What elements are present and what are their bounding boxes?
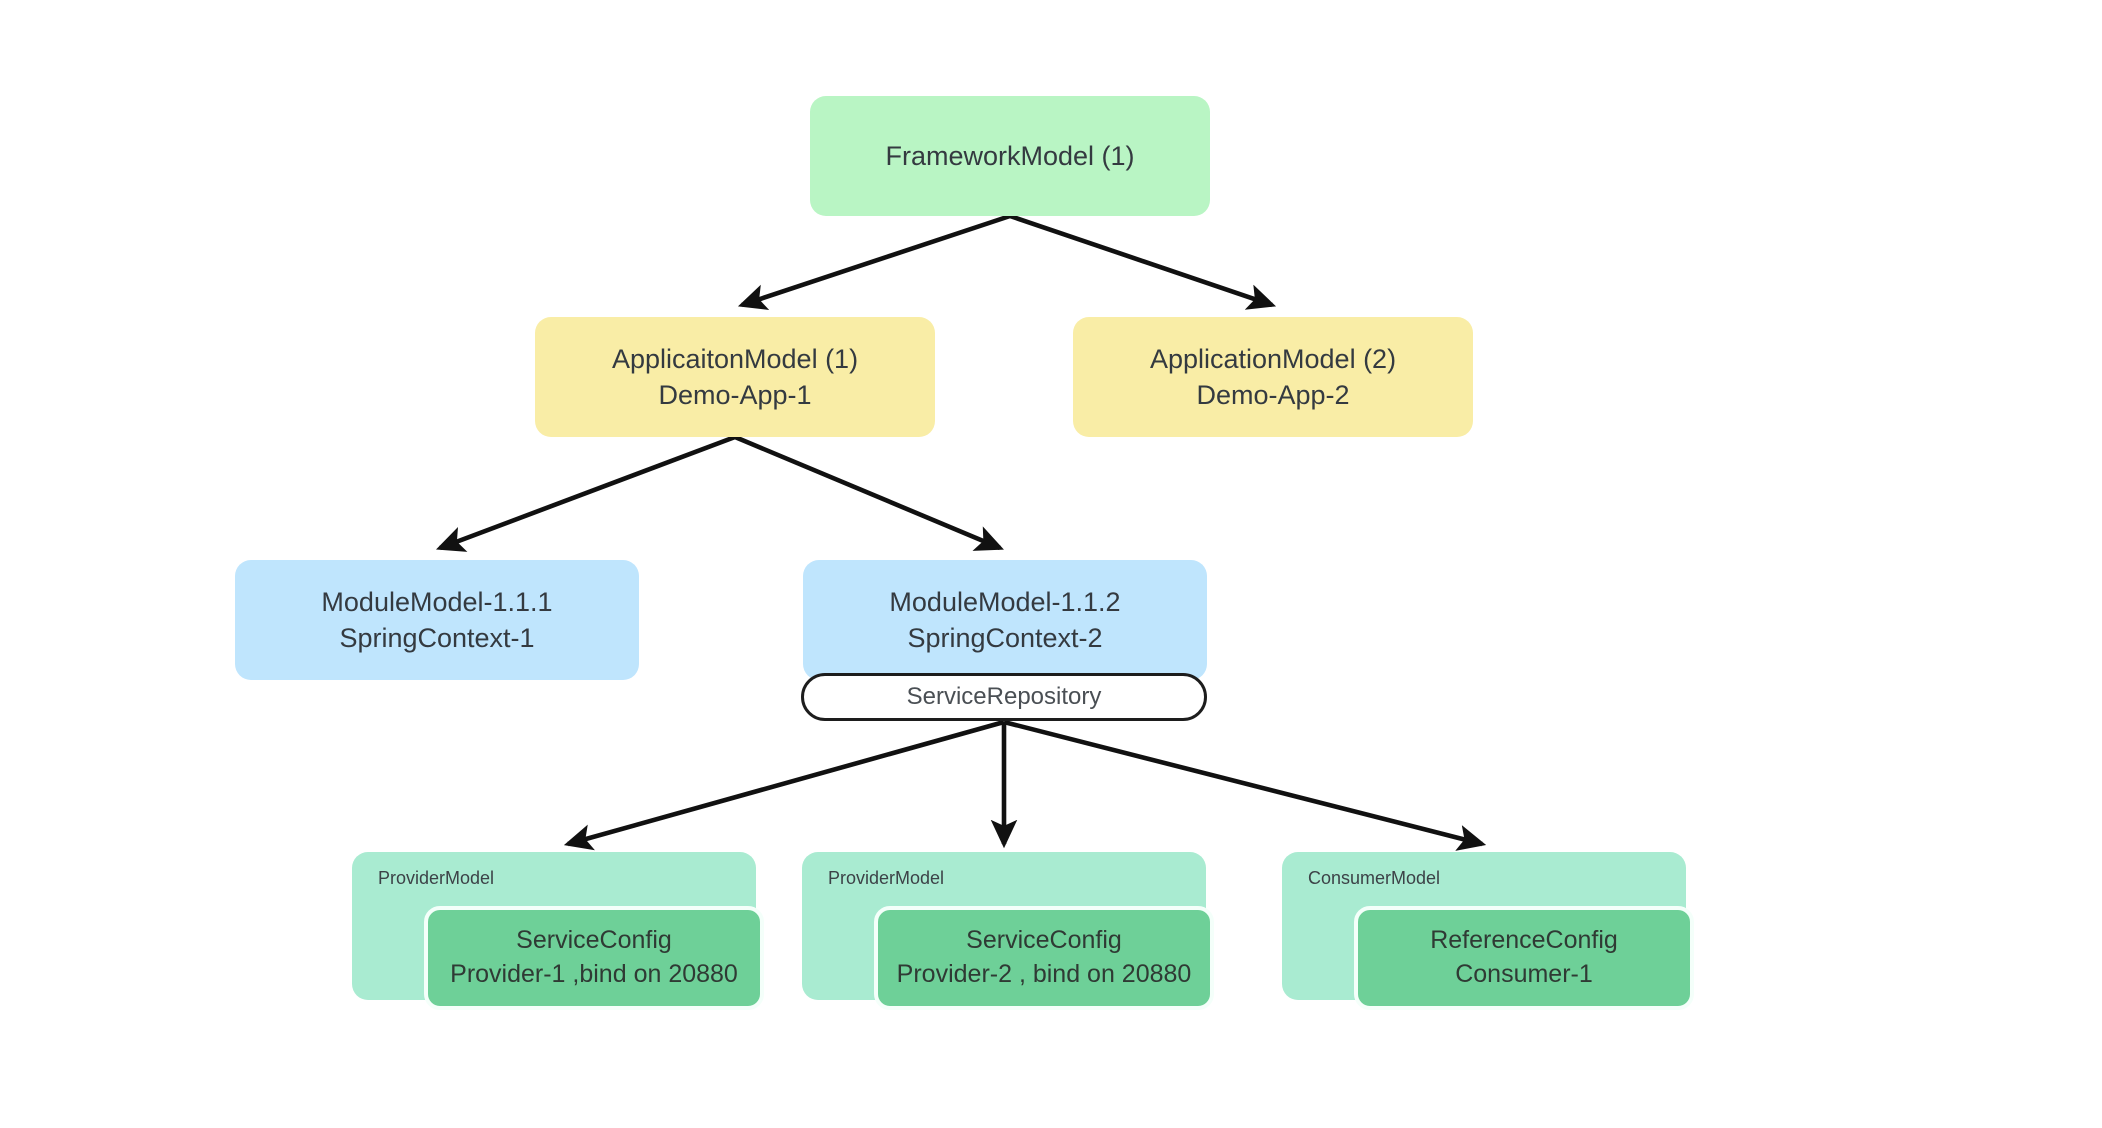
reference-config-1-detail: Consumer-1	[1455, 960, 1593, 988]
edge-repository-to-provider-1	[563, 719, 1005, 851]
node-module-model-1[interactable]: ModuleModel-1.1.1 SpringContext-1	[235, 560, 639, 680]
reference-config-1-type: ReferenceConfig	[1430, 926, 1618, 955]
node-module-model-2[interactable]: ModuleModel-1.1.2 SpringContext-2	[803, 560, 1207, 680]
node-framework-model[interactable]: FrameworkModel (1)	[810, 96, 1210, 216]
service-config-card-1[interactable]: ServiceConfig Provider-1 ,bind on 20880	[424, 906, 764, 1010]
module-model-2-name: SpringContext-2	[907, 623, 1103, 653]
node-provider-model-1[interactable]: ProviderModel ServiceConfig Provider-1 ,…	[352, 852, 764, 1010]
edge-application-1-to-module-1	[435, 434, 736, 552]
edge-framework-to-application-2	[1009, 213, 1277, 310]
application-model-2-name: Demo-App-2	[1196, 380, 1350, 410]
module-model-1-type: ModuleModel-1.1.1	[321, 586, 553, 617]
node-application-model-1[interactable]: ApplicaitonModel (1) Demo-App-1	[535, 317, 935, 437]
application-model-1-type: ApplicaitonModel (1)	[611, 343, 859, 374]
node-consumer-model-1[interactable]: ConsumerModel ReferenceConfig Consumer-1	[1282, 852, 1694, 1010]
module-model-2-type: ModuleModel-1.1.2	[889, 586, 1121, 617]
edge-repository-to-consumer-1	[1003, 719, 1487, 851]
service-config-2-detail: Provider-2 , bind on 20880	[896, 960, 1192, 988]
provider-model-2-label: ProviderModel	[828, 868, 945, 888]
service-config-card-2[interactable]: ServiceConfig Provider-2 , bind on 20880	[874, 906, 1214, 1010]
node-application-model-2[interactable]: ApplicationModel (2) Demo-App-2	[1073, 317, 1473, 437]
edge-application-1-to-module-2	[734, 434, 1004, 551]
service-config-1-type: ServiceConfig	[516, 926, 672, 955]
node-service-repository[interactable]: ServiceRepository	[801, 673, 1207, 721]
service-config-2-type: ServiceConfig	[966, 926, 1122, 955]
reference-config-card-1[interactable]: ReferenceConfig Consumer-1	[1354, 906, 1694, 1010]
application-model-1-name: Demo-App-1	[658, 380, 812, 410]
provider-model-1-label: ProviderModel	[378, 868, 495, 888]
service-config-1-detail: Provider-1 ,bind on 20880	[450, 960, 738, 988]
node-provider-model-2[interactable]: ProviderModel ServiceConfig Provider-2 ,…	[802, 852, 1214, 1010]
application-model-2-type: ApplicationModel (2)	[1149, 343, 1397, 374]
service-repository-label: ServiceRepository	[906, 682, 1102, 710]
framework-model-label: FrameworkModel (1)	[885, 140, 1135, 171]
consumer-model-1-label: ConsumerModel	[1308, 868, 1441, 888]
edge-framework-to-application-1	[737, 213, 1011, 310]
module-model-1-name: SpringContext-1	[339, 623, 535, 653]
